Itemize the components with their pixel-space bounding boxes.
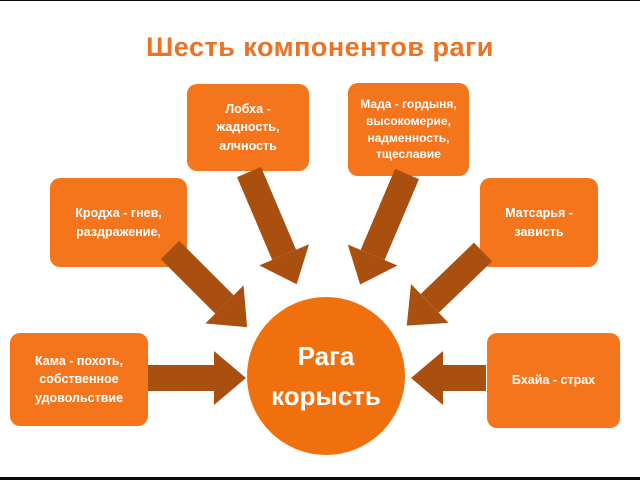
slide-title: Шесть компонентов раги xyxy=(146,32,494,63)
component-box-krodha: Кродха - гнев, раздражение, xyxy=(50,178,187,267)
arrow-shaft xyxy=(420,242,493,313)
center-circle-raga: Рага корысть xyxy=(247,297,405,455)
component-label-kama: Кама - похоть, собственное удовольствие xyxy=(34,354,124,405)
component-box-kama: Кама - похоть, собственное удовольствие xyxy=(10,333,148,426)
arrow-head xyxy=(214,351,246,405)
arrow-kama-to-center-icon xyxy=(148,351,246,405)
component-box-matsarya: Матсарья - зависть xyxy=(480,178,598,267)
component-box-bhaya: Бхайа - страх xyxy=(487,333,620,428)
arrow-bhaya-to-center-icon xyxy=(411,351,486,405)
arrow-shaft xyxy=(237,166,297,260)
arrow-shaft xyxy=(443,365,486,391)
arrow-shaft xyxy=(360,168,419,261)
center-circle-label: Рага корысть xyxy=(271,340,381,411)
component-label-bhaya: Бхайа - страх xyxy=(511,373,596,388)
component-box-lobha: Лобха - жадность, алчность xyxy=(187,84,309,171)
component-box-mada: Мада - гордыня, высокомерие, надменность… xyxy=(348,83,469,176)
arrow-head xyxy=(411,351,443,405)
arrow-head xyxy=(335,244,398,296)
component-label-mada: Мада - гордыня, высокомерие, надменность… xyxy=(360,96,457,162)
arrow-shaft xyxy=(148,365,214,391)
letterbox-bottom-bar xyxy=(0,477,640,480)
component-label-lobha: Лобха - жадность, алчность xyxy=(216,102,280,153)
letterbox-top-bar xyxy=(0,0,640,1)
arrow-lobha-to-center-icon xyxy=(224,161,322,295)
component-label-matsarya: Матсарья - зависть xyxy=(505,206,573,239)
arrow-mada-to-center-icon xyxy=(335,163,432,296)
arrow-shaft xyxy=(160,240,234,314)
component-label-krodha: Кродха - гнев, раздражение, xyxy=(75,206,162,239)
